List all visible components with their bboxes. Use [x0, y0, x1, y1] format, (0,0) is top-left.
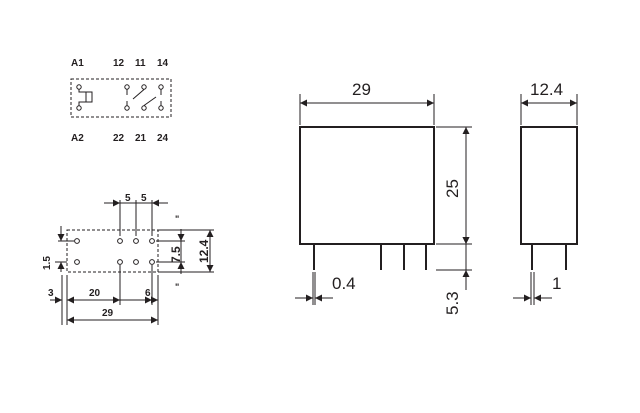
side-pins [531, 244, 567, 270]
dim-pitch-b: 5 [141, 193, 147, 204]
footprint-outline [66, 229, 159, 273]
dim-edge-left: 3 [48, 288, 54, 299]
dim-row-offset: 1.5 [42, 256, 53, 270]
terminal-label-14: 14 [157, 58, 169, 69]
terminal-label-a2: A2 [71, 133, 84, 144]
terminal-label-12: 12 [113, 58, 125, 69]
wiring-schematic: A1 A2 12 11 14 22 21 24 [70, 58, 172, 144]
front-pins [313, 244, 427, 270]
terminal-label-a1: A1 [71, 58, 84, 69]
terminal-label-11: 11 [135, 58, 146, 69]
contact-symbols [124, 84, 164, 111]
dim-mark-bottom: " [175, 282, 179, 292]
dim-pin-span: 20 [89, 288, 101, 299]
dim-mark-top: " [175, 214, 179, 224]
dim-side-width: 12.4 [530, 80, 563, 99]
side-view: 12.4 1 [513, 80, 578, 305]
front-view: 29 25 5.3 0.4 [295, 80, 472, 315]
dim-edge-right: 6 [145, 288, 151, 299]
dim-pin-thickness: 0.4 [332, 274, 356, 293]
terminal-label-24: 24 [157, 133, 169, 144]
relay-body-front [299, 126, 435, 245]
dim-pin-width: 1 [552, 274, 561, 293]
dim-pin-length: 5.3 [443, 291, 462, 315]
dim-total-length: 29 [102, 308, 114, 319]
dim-pitch-a: 5 [125, 193, 131, 204]
footprint-holes [74, 238, 155, 265]
dim-front-height: 25 [443, 179, 462, 198]
dim-row-spacing: 7.5 [169, 246, 183, 263]
dim-front-width: 29 [352, 80, 371, 99]
pcb-footprint: 5 5 1.5 7.5 " " 12.4 3 20 6 29 [42, 193, 214, 325]
relay-body-side [520, 126, 578, 245]
terminal-label-22: 22 [113, 133, 125, 144]
terminal-label-21: 21 [135, 133, 147, 144]
dim-footprint-height: 12.4 [197, 239, 211, 263]
coil-symbol [76, 84, 93, 111]
schematic-outline [70, 78, 172, 118]
